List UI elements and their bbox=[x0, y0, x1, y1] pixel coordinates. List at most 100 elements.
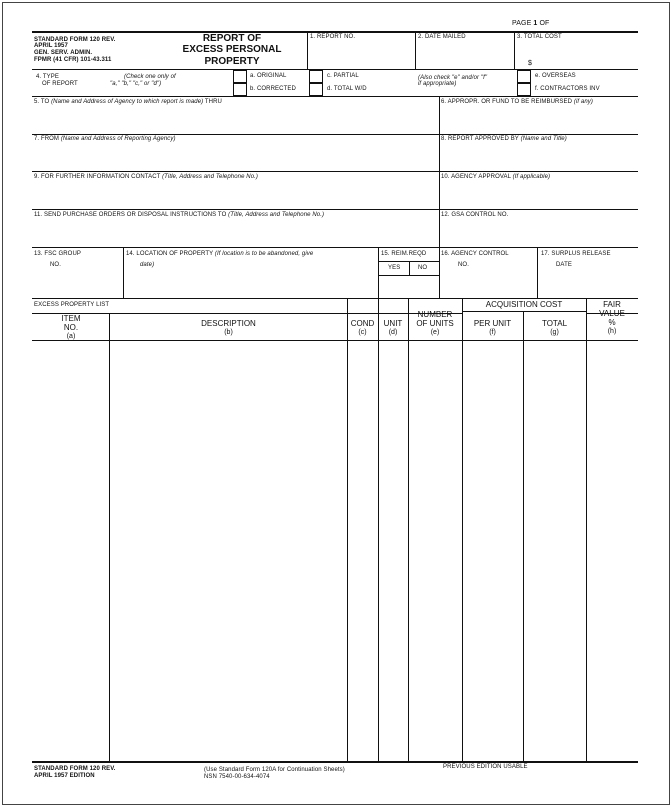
checkbox-partial[interactable] bbox=[309, 70, 323, 83]
approved-label-text: 8. REPORT APPROVED BY bbox=[441, 136, 519, 142]
col-total-line-1: TOTAL bbox=[541, 319, 568, 328]
appropr-label-hint: (if any) bbox=[573, 99, 593, 105]
reim-yes-checkbox[interactable] bbox=[379, 276, 409, 297]
column-divider bbox=[347, 298, 348, 762]
reim-label: 15. REIM.REQD bbox=[381, 251, 427, 257]
right-column-divider bbox=[439, 96, 440, 298]
col-unit-line-1: UNIT bbox=[383, 319, 403, 328]
approved-label: 8. REPORT APPROVED BY (Name and Title) bbox=[441, 136, 567, 143]
col-description-sub: (b) bbox=[224, 329, 233, 336]
header-top-line bbox=[32, 31, 638, 33]
col-unit: UNIT (d) bbox=[378, 319, 408, 337]
report-no-label: 1. REPORT NO. bbox=[310, 34, 356, 40]
option-corrected-label: b. CORRECTED bbox=[250, 86, 296, 92]
contact-label-hint: (Title, Address and Telephone No.) bbox=[162, 174, 259, 180]
list-bottom-line bbox=[32, 761, 638, 763]
footer-use-note: (Use Standard Form 120A for Continuation… bbox=[204, 767, 345, 773]
col-per-unit-line-1: PER UNIT bbox=[473, 319, 512, 328]
also-check-hint-2: if appropriate) bbox=[418, 81, 457, 87]
form-id-line-4: FPMR (41 CFR) 101-43.311 bbox=[34, 57, 112, 63]
col-fair-sub: (h) bbox=[607, 328, 617, 335]
property-list-body[interactable] bbox=[33, 341, 638, 761]
reim-no-label: NO bbox=[418, 265, 428, 271]
total-cost-label: 3. TOTAL COST bbox=[517, 34, 562, 40]
location-label: 14. LOCATION OF PROPERTY (If location is… bbox=[126, 251, 313, 258]
col-cond-line-1: COND bbox=[350, 319, 375, 328]
page-of-label: OF bbox=[539, 20, 550, 27]
type-label-2: OF REPORT bbox=[42, 81, 78, 87]
option-partial-label: c. PARTIAL bbox=[327, 73, 359, 79]
divider bbox=[307, 32, 308, 69]
surplus-label-1: 17. SURPLUS RELEASE bbox=[541, 251, 611, 257]
option-contractors-inv-label: f. CONTRACTORS INV bbox=[535, 86, 600, 92]
divider bbox=[514, 32, 515, 69]
col-item-line-2: NO. bbox=[63, 323, 79, 332]
thru-label: THRU bbox=[204, 99, 222, 105]
agency-control-label-1: 16. AGENCY CONTROL bbox=[441, 251, 509, 257]
col-fair-line-2: VALUE bbox=[599, 309, 625, 318]
form-title-line-2: EXCESS PERSONAL bbox=[182, 44, 282, 55]
location-label-hint-2: date) bbox=[140, 262, 155, 268]
col-item-no: ITEM NO. (a) bbox=[33, 314, 109, 341]
reim-line bbox=[378, 275, 439, 276]
dollar-sign: $ bbox=[528, 60, 532, 67]
location-label-hint-1: (If location is to be abandoned, give bbox=[214, 251, 314, 257]
to-label-hint: (Name and Address of Agency to which rep… bbox=[51, 99, 204, 105]
footer-previous-edition: PREVIOUS EDITION USABLE bbox=[443, 764, 528, 770]
option-total-wd-label: d. TOTAL W/D bbox=[327, 86, 367, 92]
acq-cost-line bbox=[462, 311, 586, 312]
fsc-label-1: 13. FSC GROUP bbox=[34, 251, 81, 257]
agency-control-label-2: NO. bbox=[458, 262, 469, 268]
purchase-label-hint: (Title, Address and Telephone No.) bbox=[228, 212, 325, 218]
fsc-label-2: NO. bbox=[50, 262, 61, 268]
list-header-line bbox=[32, 313, 462, 314]
footer-nsn: NSN 7540-00-634-4074 bbox=[204, 774, 270, 780]
divider bbox=[415, 32, 416, 69]
contact-label: 9. FOR FURTHER INFORMATION CONTACT (Titl… bbox=[34, 174, 258, 181]
col-number-line-2: OF UNITS bbox=[416, 319, 454, 328]
form-id-line-3: GEN. SERV. ADMIN. bbox=[34, 50, 93, 56]
page-number: PAGE 1 OF bbox=[512, 20, 549, 27]
reim-no-checkbox[interactable] bbox=[410, 276, 439, 297]
col-cond: COND (c) bbox=[347, 319, 378, 337]
col-fair-line-1: FAIR bbox=[603, 300, 621, 309]
form-title-line-3: PROPERTY bbox=[204, 56, 260, 67]
col-description: DESCRIPTION (b) bbox=[110, 319, 347, 337]
form-title-line-1: REPORT OF bbox=[202, 33, 262, 44]
col-total: TOTAL (g) bbox=[523, 319, 586, 337]
checkbox-overseas[interactable] bbox=[517, 70, 531, 83]
purchase-label: 11. SEND PURCHASE ORDERS OR DISPOSAL INS… bbox=[34, 212, 324, 219]
page-label: PAGE bbox=[512, 20, 532, 27]
form-id-line-2: APRIL 1957 bbox=[34, 43, 68, 49]
divider bbox=[537, 247, 538, 298]
footer-form-line-2: APRIL 1957 EDITION bbox=[34, 773, 95, 779]
column-divider bbox=[586, 298, 587, 762]
date-mailed-label: 2. DATE MAILED bbox=[418, 34, 466, 40]
checkbox-original[interactable] bbox=[233, 70, 247, 83]
row-line bbox=[32, 209, 638, 210]
list-header-bottom-line bbox=[32, 340, 638, 341]
col-item-line-1: ITEM bbox=[61, 314, 81, 323]
from-label: 7. FROM (Name and Address of Reporting A… bbox=[34, 136, 176, 143]
column-divider bbox=[408, 298, 409, 762]
col-total-sub: (g) bbox=[550, 329, 559, 336]
from-label-text: 7. FROM bbox=[34, 136, 60, 142]
location-label-text: 14. LOCATION OF PROPERTY bbox=[126, 251, 214, 257]
checkbox-contractors-inv[interactable] bbox=[517, 83, 531, 96]
col-fair-value: FAIR VALUE % (h) bbox=[586, 300, 638, 336]
checkbox-corrected[interactable] bbox=[233, 83, 247, 96]
surplus-label-2: DATE bbox=[556, 262, 572, 268]
to-label-text: 5. TO bbox=[34, 99, 50, 105]
col-cond-sub: (c) bbox=[358, 329, 367, 336]
page-number-value: 1 bbox=[533, 20, 538, 27]
agency-approval-label: 10. AGENCY APPROVAL (If applicable) bbox=[441, 174, 550, 181]
appropr-label-text: 6. APPROPR. OR FUND TO BE REIMBURSED bbox=[441, 99, 573, 105]
row-line bbox=[32, 247, 638, 248]
contact-label-text: 9. FOR FURTHER INFORMATION CONTACT bbox=[34, 174, 161, 180]
checkbox-total-wd[interactable] bbox=[309, 83, 323, 96]
col-number-line-1: NUMBER bbox=[417, 310, 453, 319]
option-original-label: a. ORIGINAL bbox=[250, 73, 287, 79]
approved-label-hint: (Name and Title) bbox=[520, 136, 567, 142]
type-hint-1: (Check one only of bbox=[124, 74, 176, 80]
